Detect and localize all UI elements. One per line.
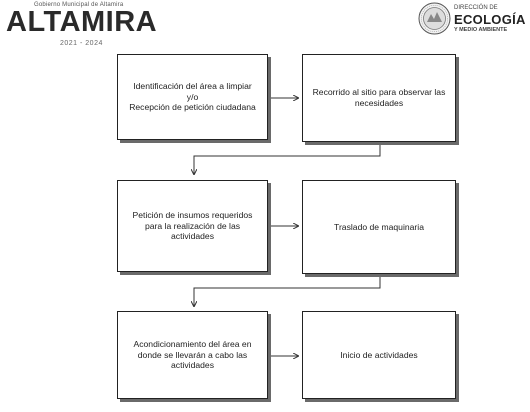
- step6-box: Inicio de actividades: [302, 311, 456, 399]
- arrow-step4-to-step5: [194, 276, 381, 306]
- logo-tagline: Gobierno Municipal de Altamira: [34, 2, 124, 8]
- step5-box: Acondicionamiento del área en donde se l…: [117, 311, 268, 399]
- step5-text: Acondicionamiento del área en donde se l…: [133, 338, 252, 371]
- step1-line1: Identificación del área a limpiar: [133, 80, 252, 91]
- step3-text: Petición de insumos requeridos para la r…: [132, 209, 253, 242]
- step1-line3: Recepción de petición ciudadana: [129, 102, 256, 113]
- logo-wordmark: ALTAMIRA: [6, 6, 158, 38]
- ecologia-logo: DIRECCIÓN DE ECOLOGÍA Y MEDIO AMBIENTE: [418, 0, 528, 48]
- dept-name: ECOLOGÍA: [454, 12, 526, 27]
- logo-years: 2021 - 2024: [60, 40, 103, 47]
- dept-label: DIRECCIÓN DE: [454, 5, 498, 11]
- dept-subtitle: Y MEDIO AMBIENTE: [454, 27, 508, 33]
- step1-line2: y/o: [186, 91, 199, 102]
- step6-text: Inicio de actividades: [340, 349, 418, 360]
- step2-box: Recorrido al sitio para observar las nec…: [302, 54, 456, 142]
- altamira-logo: Gobierno Municipal de Altamira ALTAMIRA …: [0, 0, 180, 48]
- arrow-step2-to-step3: [194, 144, 381, 174]
- step4-text: Traslado de maquinaria: [334, 221, 424, 232]
- municipal-seal-icon: [418, 2, 451, 35]
- step3-box: Petición de insumos requeridos para la r…: [117, 180, 268, 272]
- step1-box: Identificación del área a limpiar y/o Re…: [117, 54, 268, 140]
- step2-text: Recorrido al sitio para observar las nec…: [312, 87, 446, 108]
- step4-box: Traslado de maquinaria: [302, 180, 456, 274]
